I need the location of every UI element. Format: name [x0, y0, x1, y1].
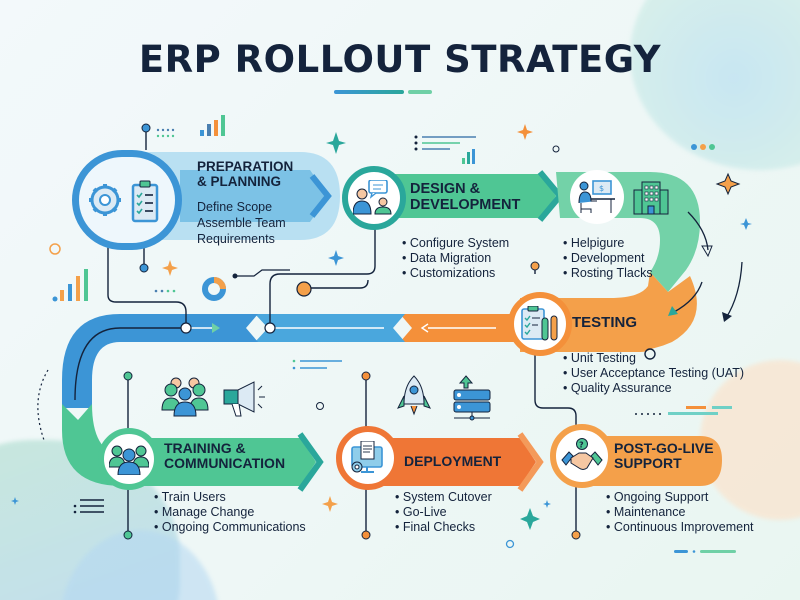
design-items: Configure System Data Migration Customiz…: [402, 236, 509, 281]
preparation-icon-circle: [72, 150, 182, 250]
list-item: Ongoing Communications: [154, 520, 306, 535]
dots-icon: [691, 144, 715, 150]
deployment-band: [370, 438, 536, 486]
list-item: Helpigure: [563, 236, 653, 251]
group-icon: [161, 377, 209, 417]
design-title: DESIGN & DEVELOPMENT: [410, 181, 521, 213]
clipboard-checklist-icon: [131, 180, 159, 223]
sparkle-icon: [11, 497, 19, 505]
megaphone-icon: [223, 381, 265, 417]
sparkle-icon: [162, 260, 178, 276]
curved-arrow-icon: [673, 281, 703, 313]
curved-arrow-icon: [725, 261, 743, 319]
bar-chart-icon: [200, 115, 225, 136]
design-band: [360, 174, 556, 218]
title-underline: [334, 90, 432, 94]
sparkle-icon: [326, 132, 346, 154]
monitor-document-gear-icon: [351, 441, 383, 473]
sparkle-icon: [517, 124, 533, 140]
svg-text:?: ?: [579, 441, 584, 450]
list-lines-icon: [414, 135, 476, 151]
list-item: Continuous Improvement: [606, 520, 754, 535]
sparkle-icon: [328, 250, 344, 266]
list-item: Manage Change: [154, 505, 306, 520]
clipboard-test-tubes-icon: [521, 306, 558, 341]
deployment-icon-circle: [336, 426, 400, 490]
inner-line: [74, 327, 190, 401]
deployment-title: DEPLOYMENT: [404, 453, 502, 469]
list-item: Rosting Tlacks: [563, 266, 653, 281]
chevron-icon: [309, 174, 332, 218]
arrow-icon: [212, 323, 220, 333]
sparkle-icon: [322, 496, 338, 512]
donut-chart-icon: [202, 277, 226, 301]
list-item: Train Users: [154, 490, 306, 505]
chevron-icon: [517, 432, 544, 492]
page-title: ERP ROLLOUT STRATEGY: [138, 38, 662, 81]
build-items: Helpigure Development Rosting Tlacks: [563, 236, 653, 281]
training-items: Train Users Manage Change Ongoing Commun…: [154, 490, 306, 535]
bar-chart-icon: [462, 149, 475, 164]
support-band: [580, 436, 722, 486]
team-icon: [109, 445, 149, 475]
list-item: Maintenance: [606, 505, 754, 520]
list-item: Quality Assurance: [563, 381, 744, 396]
sparkle-icon: [740, 218, 752, 230]
training-band: [122, 438, 316, 486]
preparation-band-arrow: [180, 170, 328, 222]
sparkle-icon: [543, 500, 551, 508]
list-item: Requirements: [197, 232, 275, 246]
list-item: System Cutover: [395, 490, 492, 505]
design-icon-circle: [342, 166, 406, 230]
curved-arrow-icon: [687, 211, 709, 251]
list-item: Final Checks: [395, 520, 492, 535]
list-item: Ongoing Support: [606, 490, 754, 505]
developer-desk-icon: $: [578, 180, 615, 213]
list-item: Customizations: [402, 266, 509, 281]
svg-text:$: $: [599, 184, 604, 193]
office-building-icon: [633, 181, 669, 215]
presenter-chat-icon: [353, 180, 392, 215]
testing-title: TESTING: [572, 314, 638, 331]
support-title: POST-GO-LIVE SUPPORT: [614, 440, 714, 472]
training-title: TRAINING & COMMUNICATION: [164, 440, 286, 472]
rocket-icon: [397, 375, 431, 416]
list-item: Data Migration: [402, 251, 509, 266]
training-icon-circle: [98, 428, 160, 490]
support-items: Ongoing Support Maintenance Continuous I…: [606, 490, 754, 535]
list-item: Go-Live: [395, 505, 492, 520]
list-item: User Acceptance Testing (UAT): [563, 366, 744, 381]
left-curve-blue: [62, 314, 120, 408]
list-item: Assemble Team: [197, 216, 286, 230]
list-item: Configure System: [402, 236, 509, 251]
sparkle-icon: [715, 172, 741, 196]
build-icon-circle: $: [570, 170, 624, 224]
list-item: Define Scope: [197, 200, 273, 214]
handshake-help-icon: ?: [561, 438, 603, 470]
list-item: Development: [563, 251, 653, 266]
deployment-items: System Cutover Go-Live Final Checks: [395, 490, 492, 535]
preparation-title: PREPARATION & PLANNING: [197, 159, 294, 189]
testing-items: Unit Testing User Acceptance Testing (UA…: [563, 351, 744, 396]
list-item: Unit Testing: [563, 351, 744, 366]
server-upload-icon: [453, 375, 491, 421]
bar-chart-icon: [52, 269, 88, 302]
testing-icon-circle: [508, 292, 572, 356]
sparkle-icon: [520, 508, 540, 530]
list-lines-icon: [73, 499, 104, 514]
gear-icon: [89, 184, 121, 216]
preparation-items: Define Scope Assemble Team Requirements: [197, 199, 286, 247]
support-icon-circle: ?: [550, 424, 614, 488]
chevron-icon: [297, 432, 324, 492]
list-lines-icon: [292, 359, 342, 370]
